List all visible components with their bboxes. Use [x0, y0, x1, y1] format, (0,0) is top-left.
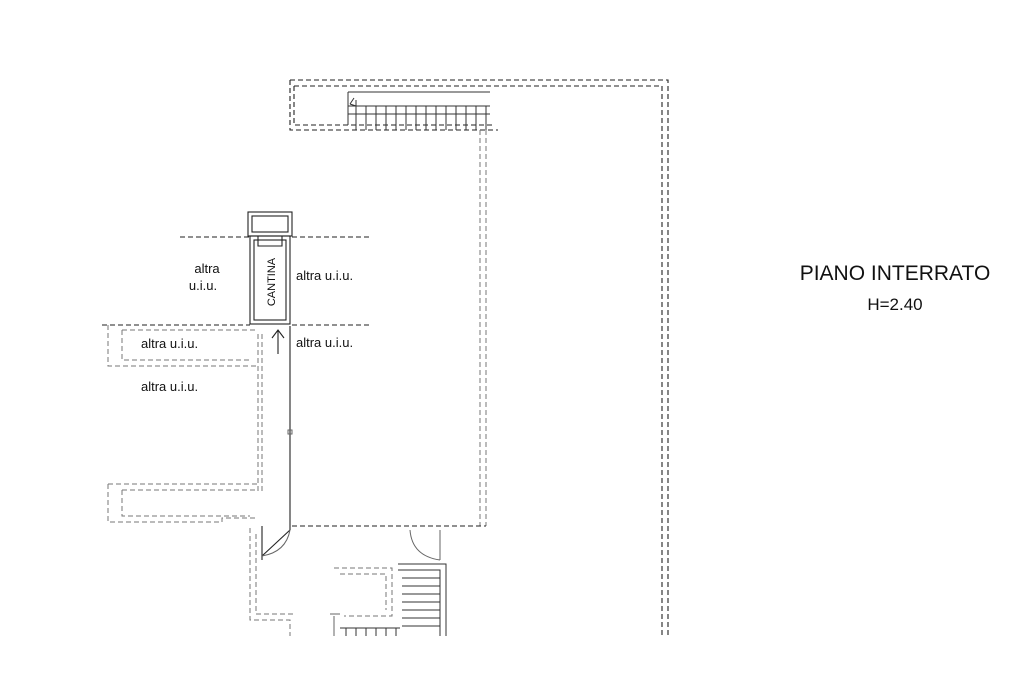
altra-label-top-left-2: u.i.u.	[189, 278, 217, 293]
plan-height-note: H=2.40	[867, 295, 922, 314]
altra-label-left-mid: altra u.i.u.	[141, 336, 198, 351]
altra-label-right-upper: altra u.i.u.	[296, 268, 353, 283]
cantina-label: CANTINA	[266, 257, 278, 306]
boundary-lines	[102, 236, 372, 326]
outer-wall-main	[289, 79, 669, 636]
altra-label-right-mid: altra u.i.u.	[296, 335, 353, 350]
left-unit-lower	[107, 483, 258, 523]
left-unit-upper	[107, 325, 258, 367]
door-corridor	[249, 526, 296, 636]
altra-label-top-left-1: altra	[194, 261, 220, 276]
entry-arrow	[271, 329, 285, 354]
top-stair	[347, 91, 490, 130]
altra-label-left-lower: altra u.i.u.	[141, 379, 198, 394]
corridor	[257, 326, 293, 530]
plan-title: PIANO INTERRATO	[800, 262, 991, 285]
lower-stair	[330, 563, 447, 636]
cantina-room	[247, 211, 293, 325]
door-lower-right	[409, 529, 441, 561]
